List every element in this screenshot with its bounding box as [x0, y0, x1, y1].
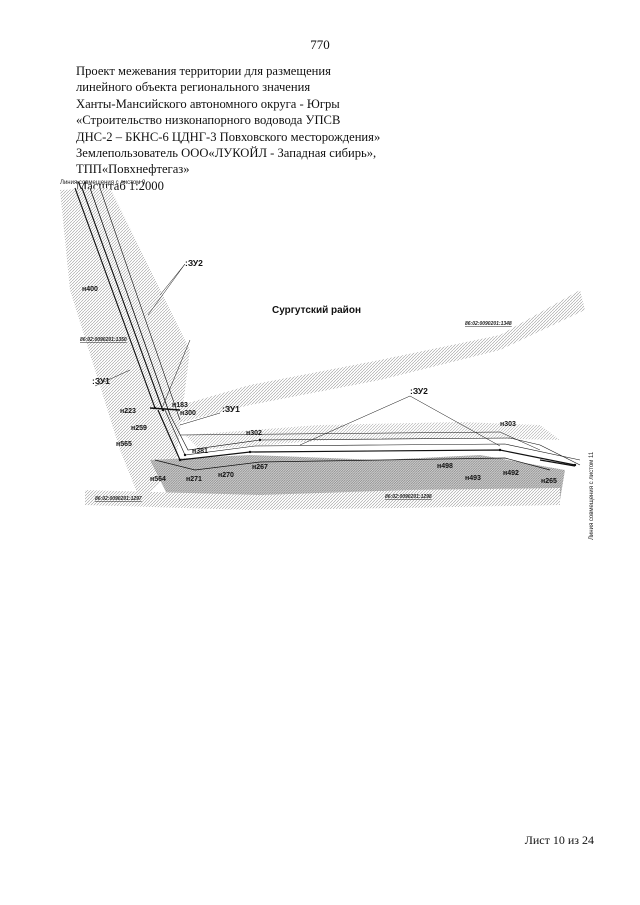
point-label-n223: н223 [120, 408, 136, 415]
header-line-6: Землепользователь ООО«ЛУКОЙЛ - Западная … [76, 146, 377, 161]
header-line-5: ДНС-2 – БКНС-6 ЦДНГ-3 Повховского местор… [76, 129, 381, 144]
region-label: Сургутский район [272, 305, 361, 316]
point-label-n564: н564 [150, 476, 166, 483]
point-label-n267: н267 [252, 464, 268, 471]
parcel-label-zu1-mid: :ЗУ1 [222, 404, 240, 414]
cadastral-number-1297: 86:02:0090201:1297 [95, 496, 142, 502]
boundary-points [153, 406, 577, 467]
cadastral-number-1348: 86:02:0090201:1348 [465, 321, 512, 327]
parcel-label-zu2-right: :ЗУ2 [410, 386, 428, 396]
point-label-n498: н498 [437, 463, 453, 470]
parcel-label-zu2-top: :ЗУ2 [185, 258, 203, 268]
point-label-n303: н303 [500, 421, 516, 428]
header-line-4: «Строительство низконапорного водовода У… [76, 113, 341, 128]
cadastral-number-1350: 86:02:0090201:1350 [80, 337, 127, 343]
leader-lines [94, 263, 501, 447]
point-label-n493: н493 [465, 475, 481, 482]
cadastral-number-1298: 86:02:0090201:1298 [385, 494, 432, 500]
point-label-n270: н270 [218, 472, 234, 479]
point-label-n265: н265 [541, 478, 557, 485]
point-label-n300: н300 [180, 410, 196, 417]
page-number: 770 [310, 37, 330, 52]
header-line-1: Проект межевания территории для размещен… [76, 64, 331, 78]
header-line-2: линейного объекта регионального значения [76, 80, 311, 95]
combine-line-right-label: Линия совмещения с листом 11 [589, 451, 595, 540]
point-label-n259: н259 [131, 425, 147, 432]
survey-map: Линия совмещения с листом 9 Линия совмещ… [60, 180, 595, 540]
header-line-3: Ханты-Мансийского автономного округа - Ю… [76, 96, 340, 111]
point-label-n381: н381 [192, 448, 208, 455]
combine-line-top-label: Линия совмещения с листом 9 [60, 180, 146, 186]
point-label-n492: н492 [503, 470, 519, 477]
point-label-n565: н565 [116, 441, 132, 448]
point-label-n271: н271 [186, 476, 202, 483]
document-header: Проект межевания территории для размещен… [76, 63, 380, 194]
parcel-boundaries [74, 187, 581, 471]
header-line-7: ТПП«Повхнефтегаз» [76, 162, 190, 177]
sheet-number: Лист 10 из 24 [524, 833, 594, 847]
point-label-n183: н183 [172, 402, 188, 409]
point-label-n400: н400 [82, 286, 98, 293]
hatched-terrain [60, 188, 585, 510]
point-label-n302: н302 [246, 430, 262, 437]
parcel-label-zu1-left: :ЗУ1 [92, 376, 110, 386]
